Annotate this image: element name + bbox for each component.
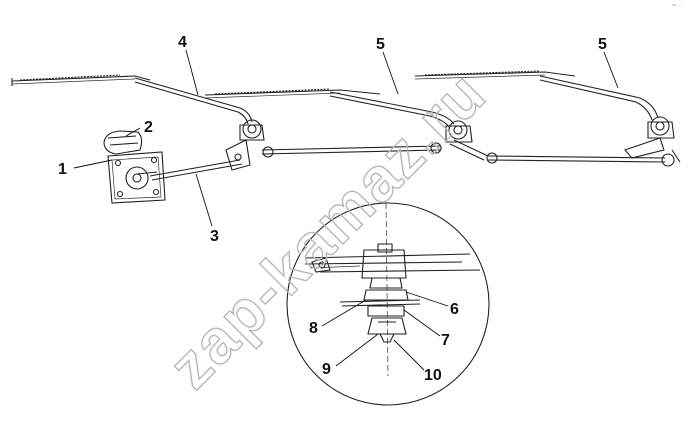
watermark-text: zap-kamaz.ru	[156, 58, 500, 402]
corner-mark: ᵃᵖ ···	[672, 3, 682, 9]
callout-5-right: 5	[598, 36, 607, 53]
callout-1: 1	[58, 161, 67, 178]
callout-2: 2	[144, 119, 153, 136]
callout-3: 3	[210, 228, 219, 245]
wiper-blade-middle	[204, 88, 381, 99]
wiper-arm-middle	[329, 91, 473, 143]
callout-4: 4	[178, 34, 187, 51]
wiper-arm-left	[134, 77, 265, 141]
wiper-blade-right	[414, 70, 576, 80]
leader-lines	[73, 49, 619, 371]
callout-6: 6	[450, 301, 459, 318]
wiper-arm-right	[539, 75, 675, 139]
callout-5-middle: 5	[376, 36, 385, 53]
callout-7: 7	[441, 332, 450, 349]
callout-8: 8	[309, 320, 318, 337]
wiper-blade-left	[11, 74, 151, 86]
linkage-rods	[149, 137, 681, 181]
callout-9: 9	[322, 361, 331, 378]
callout-10: 10	[424, 367, 442, 384]
detail-view	[286, 202, 490, 406]
wiper-motor	[103, 130, 166, 204]
